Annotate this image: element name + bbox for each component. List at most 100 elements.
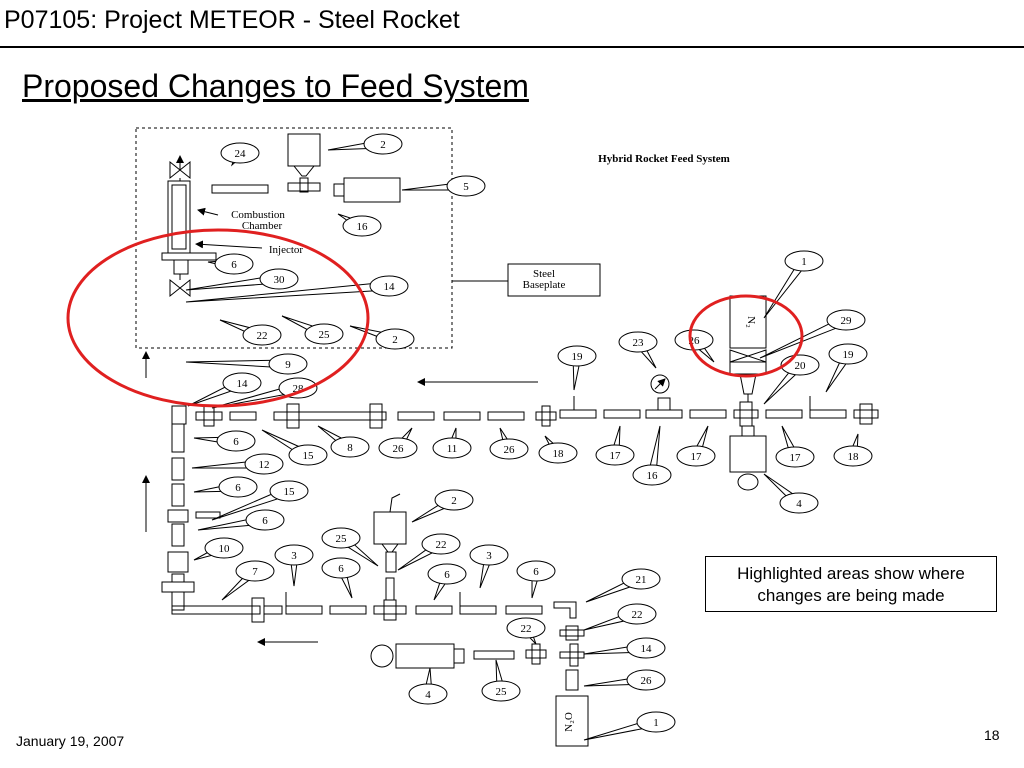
n2o-label: N₂O	[563, 712, 575, 732]
callout-number: 15	[303, 450, 315, 462]
callout-17: 17	[676, 425, 716, 467]
baseplate-label-2: Baseplate	[523, 279, 566, 291]
callout-number: 17	[610, 450, 622, 462]
callout-number: 20	[795, 360, 807, 372]
callout-number: 4	[425, 689, 431, 701]
callout-5: 5	[401, 175, 486, 197]
diagram-title: Hybrid Rocket Feed System	[598, 153, 730, 165]
callout-number: 2	[380, 139, 386, 151]
callout-number: 23	[633, 337, 645, 349]
callout-24: 24	[220, 142, 260, 167]
callout-6: 6	[321, 557, 361, 599]
footer-date: January 19, 2007	[16, 733, 125, 749]
callout-number: 6	[444, 569, 450, 581]
callout-17: 17	[775, 425, 815, 468]
callout-number: 18	[848, 451, 860, 463]
callout-number: 22	[632, 609, 643, 621]
n2-label: N₂	[745, 316, 757, 328]
callout-number: 14	[237, 378, 249, 390]
callout-number: 26	[689, 335, 701, 347]
callout-number: 17	[790, 452, 802, 464]
callout-21: 21	[585, 568, 661, 603]
callout-22: 22	[219, 319, 282, 346]
highlight-circle-right	[688, 294, 804, 378]
callout-19: 19	[557, 345, 597, 391]
callout-number: 22	[257, 330, 268, 342]
callout-22: 22	[397, 533, 461, 571]
callout-9: 9	[185, 353, 308, 375]
callout-number: 26	[641, 675, 653, 687]
callout-3: 3	[469, 544, 509, 589]
combustion-label-1: Combustion	[231, 209, 285, 221]
page-number: 18	[984, 727, 1000, 743]
callout-number: 25	[336, 533, 348, 545]
callout-18: 18	[538, 435, 578, 464]
baseplate-label-1: Steel	[533, 268, 555, 280]
combustion-chamber	[167, 180, 191, 254]
callout-number: 1	[653, 717, 659, 729]
callout-26: 26	[378, 427, 418, 459]
test-stand-boundary	[135, 127, 453, 349]
callout-22: 22	[583, 603, 657, 631]
highlight-note: Highlighted areas show where changes are…	[705, 556, 997, 612]
callout-number: 6	[262, 515, 268, 527]
steel-baseplate	[507, 263, 601, 297]
callout-4: 4	[408, 667, 448, 705]
callout-number: 15	[284, 486, 296, 498]
callout-number: 3	[486, 550, 492, 562]
callout-number: 19	[572, 351, 584, 363]
callout-14: 14	[187, 372, 262, 407]
callout-number: 14	[384, 281, 396, 293]
callout-number: 11	[447, 443, 458, 455]
callout-25: 25	[281, 315, 344, 345]
callout-3: 3	[274, 544, 314, 587]
callout-number: 28	[293, 383, 305, 395]
callout-2: 2	[349, 325, 415, 350]
callout-number: 6	[338, 563, 344, 575]
callout-number: 8	[347, 442, 353, 454]
callout-16: 16	[632, 425, 672, 486]
callout-15: 15	[261, 429, 328, 466]
callout-number: 24	[235, 148, 247, 160]
callout-number: 19	[843, 349, 855, 361]
callout-number: 6	[233, 436, 239, 448]
title-divider	[0, 46, 1024, 48]
callout-26: 26	[674, 329, 715, 363]
callout-number: 7	[252, 566, 258, 578]
callout-30: 30	[185, 268, 299, 291]
callout-number: 10	[219, 543, 231, 555]
callout-number: 18	[553, 448, 565, 460]
callout-number: 25	[319, 329, 331, 341]
callout-8: 8	[317, 425, 370, 458]
callout-16: 16	[337, 213, 382, 237]
callout-number: 9	[285, 359, 291, 371]
callout-28: 28	[211, 377, 318, 409]
callout-20: 20	[763, 354, 820, 405]
callout-2: 2	[327, 133, 403, 155]
callout-number: 6	[231, 259, 237, 271]
slide-subtitle: Proposed Changes to Feed System	[22, 68, 529, 104]
callout-18: 18	[833, 433, 873, 467]
callout-number: 29	[841, 315, 853, 327]
callout-15: 15	[211, 480, 309, 521]
callout-number: 2	[451, 495, 457, 507]
callout-19: 19	[825, 343, 868, 393]
callout-2: 2	[411, 489, 474, 523]
callout-number: 17	[691, 451, 703, 463]
callout-number: 25	[496, 686, 508, 698]
highlight-circle-left	[66, 228, 370, 408]
callout-number: 22	[436, 539, 447, 551]
callout-number: 21	[636, 574, 647, 586]
callout-6: 6	[193, 430, 256, 452]
callout-23: 23	[618, 331, 658, 369]
callout-number: 26	[393, 443, 405, 455]
callout-25: 25	[481, 659, 521, 702]
callout-26: 26	[489, 427, 529, 460]
callout-25: 25	[321, 527, 379, 567]
callout-number: 14	[641, 643, 653, 655]
callout-14: 14	[185, 275, 409, 303]
callout-number: 22	[521, 623, 532, 635]
callout-number: 3	[291, 550, 297, 562]
callout-number: 1	[801, 256, 807, 268]
callout-6: 6	[197, 509, 285, 531]
